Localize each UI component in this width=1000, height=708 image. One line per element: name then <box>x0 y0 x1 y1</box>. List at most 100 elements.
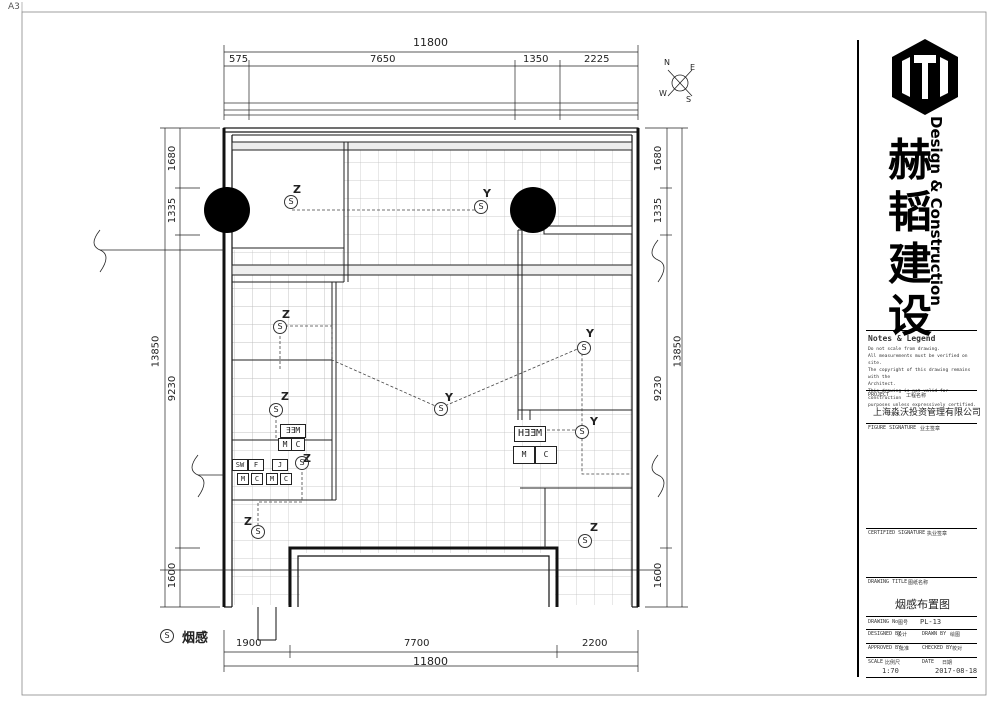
company-char: 设 <box>888 291 932 342</box>
sensor-label: Z <box>303 452 311 465</box>
dim-bottom-total: 11800 <box>413 655 448 668</box>
note-line: Architect. <box>868 382 896 387</box>
scale-value: 1:70 <box>882 667 899 675</box>
dim-top-total: 11800 <box>413 36 448 49</box>
panel-left: ƎƎM <box>280 424 306 438</box>
project-label: PROJECT <box>868 392 890 398</box>
panel-c: C <box>280 473 292 485</box>
sensor-label: Z <box>244 515 252 528</box>
owner-sig-label: FIGURE SIGNATURE <box>868 425 917 431</box>
title-block-bottom <box>866 677 977 678</box>
smoke-sensor-icon: S <box>284 195 298 209</box>
notes-divider <box>866 330 977 331</box>
break-lines <box>93 229 665 571</box>
dim-top-seg-3: 1350 <box>523 54 549 65</box>
sensor-label: Z <box>282 308 290 321</box>
checked-label-cn: 校对 <box>952 646 963 652</box>
company-char: 韬 <box>888 187 932 238</box>
drawing-no-divider <box>866 616 977 617</box>
dimension-lines <box>160 45 688 672</box>
notes-body: Do not scale from drawing. All measureme… <box>868 346 980 409</box>
sensor-label: Y <box>445 391 453 404</box>
floor-tile-grid <box>232 150 632 608</box>
drawing-title-label: DRAWING TITLE <box>868 579 908 585</box>
compass-w: W <box>659 89 667 98</box>
sensor-label: Z <box>281 390 289 403</box>
scale-label-cn: 比例尺 <box>885 660 901 666</box>
owner-sig-divider <box>866 423 977 424</box>
notes-title: Notes & Legend <box>868 334 936 343</box>
company-char: 建 <box>888 239 932 290</box>
panel-m: M <box>278 438 292 451</box>
top-track <box>224 102 638 116</box>
sensor-label: Z <box>590 521 598 534</box>
project-name: 上海淼沃投资管理有限公司 <box>873 408 982 418</box>
designed-divider <box>866 629 977 630</box>
date-label: DATE <box>922 659 935 665</box>
project-divider <box>866 390 977 391</box>
building-walls <box>222 127 640 641</box>
sheet-size-label: A3 <box>8 2 20 12</box>
sensor-label: Y <box>483 187 491 200</box>
smoke-sensor-icon: S <box>269 403 283 417</box>
drawing-no-label: DRAWING No <box>868 619 899 625</box>
cert-sig-label-cn: 执业签章 <box>927 531 948 537</box>
compass-n: N <box>664 58 670 67</box>
panel-right: HƎƎM <box>514 426 546 442</box>
legend-label: 烟感 <box>182 631 209 646</box>
dim-right-total: 13850 <box>672 335 684 368</box>
note-line: purposes unless expressively certified. <box>868 403 976 408</box>
dim-left-seg-3: 9230 <box>167 375 179 402</box>
designed-label: DESIGNED BY <box>868 631 902 637</box>
smoke-sensor-icon: S <box>474 200 488 214</box>
owner-sig-label-cn: 业主签章 <box>920 426 941 432</box>
note-line: Do not scale from drawing. <box>868 347 940 352</box>
dim-right-seg-3: 9230 <box>653 375 665 402</box>
note-line: The copyright of this drawing remains wi… <box>868 368 971 380</box>
panel-m: M <box>513 446 535 464</box>
panel-c: C <box>535 446 557 464</box>
scale-label: SCALE <box>868 659 884 665</box>
dim-bottom-seg-1: 1900 <box>236 638 262 649</box>
small-panel-tag: SW <box>232 459 248 471</box>
drawn-label: DRAWN BY <box>922 631 947 637</box>
compass-e: E <box>690 63 696 72</box>
dim-right-seg-2: 1335 <box>653 197 665 224</box>
project-label-cn: 工程名称 <box>906 393 927 399</box>
interior-partitions <box>231 141 633 548</box>
smoke-sensor-icon: S <box>273 320 287 334</box>
smoke-sensor-icon: S <box>578 534 592 548</box>
designed-label-cn: 设计 <box>897 632 908 638</box>
smoke-sensor-icon: S <box>577 341 591 355</box>
panel-c: C <box>291 438 305 451</box>
company-name-en: Design & Construction <box>927 116 945 306</box>
smoke-sensor-icon: S <box>251 525 265 539</box>
sheet-border <box>21 11 987 696</box>
drawn-label-cn: 绘图 <box>950 632 961 638</box>
approved-label: APPROVED BY <box>868 645 902 651</box>
checked-label: CHECKED BY <box>922 645 953 651</box>
note-line: All measurements must be verified on sit… <box>868 354 968 366</box>
panel-m: M <box>237 473 249 485</box>
dim-left-seg-4: 1600 <box>167 562 179 589</box>
north-arrow <box>667 69 693 97</box>
dim-top-seg-2: 7650 <box>370 54 396 65</box>
small-panel-a: F <box>248 459 264 471</box>
dim-right-seg-1: 1680 <box>653 145 665 172</box>
company-name-cn: 赫 韬 建 设 <box>885 135 935 343</box>
sensor-label: Y <box>586 327 594 340</box>
structural-column-right <box>510 187 556 233</box>
scale-divider <box>866 657 977 658</box>
drawing-no: PL-13 <box>920 618 942 626</box>
compass-s: S <box>686 95 692 104</box>
cert-sig-divider <box>866 528 977 529</box>
company-logo-icon <box>892 39 958 115</box>
note-line: This drawing is not valid for constructi… <box>868 389 949 401</box>
date-label-cn: 日期 <box>942 660 953 666</box>
company-char: 赫 <box>888 135 932 186</box>
drawing-title-divider <box>866 577 977 578</box>
structural-column-left <box>204 187 250 233</box>
dim-top-seg-4: 2225 <box>584 54 610 65</box>
legend-smoke-sensor-icon: S <box>160 629 174 643</box>
